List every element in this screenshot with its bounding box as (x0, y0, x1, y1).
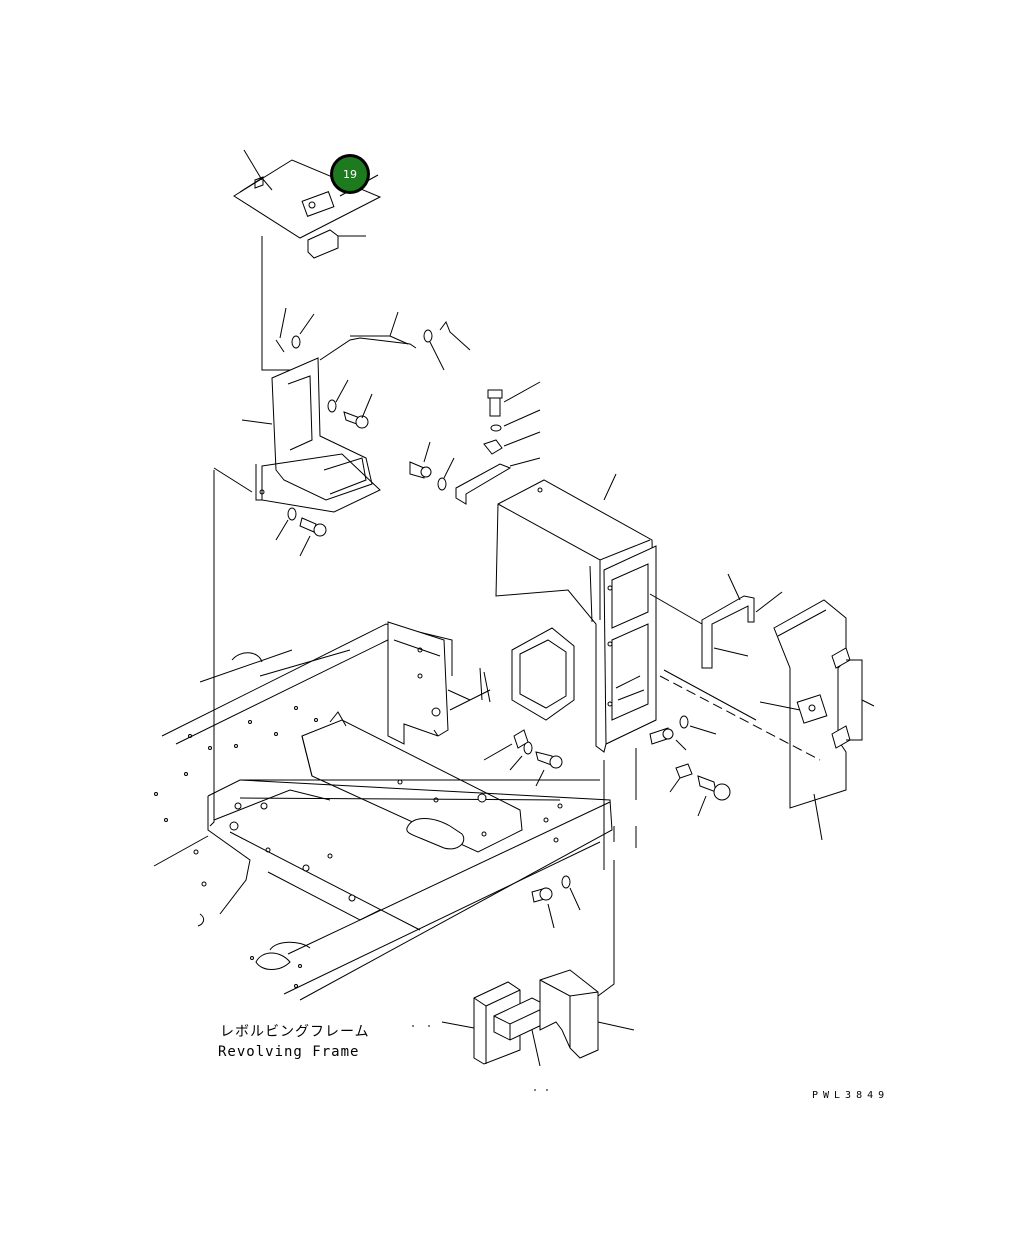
bolt-set-a (275, 379, 373, 557)
caption-english: Revolving Frame (218, 1044, 359, 1060)
counterweight-blocks (473, 969, 599, 1065)
revolving-frame (153, 621, 613, 1001)
upper-bracket (255, 357, 381, 513)
door-panel (773, 599, 863, 809)
rubber-block (307, 229, 339, 259)
top-cover-plate (233, 159, 382, 239)
handle (701, 595, 755, 669)
cabinet-side-box (511, 627, 575, 721)
callout-19-marker[interactable]: 19 (330, 154, 370, 194)
drawing-code: PWL3849 (812, 1090, 889, 1101)
bolt-set-c (483, 715, 731, 929)
bolt-set-b (409, 381, 541, 505)
main-cabinet (495, 479, 657, 753)
caption-japanese: レボルビングフレーム (220, 1024, 370, 1040)
pin-and-washer-set (275, 307, 471, 371)
callout-19-label: 19 (343, 168, 357, 181)
